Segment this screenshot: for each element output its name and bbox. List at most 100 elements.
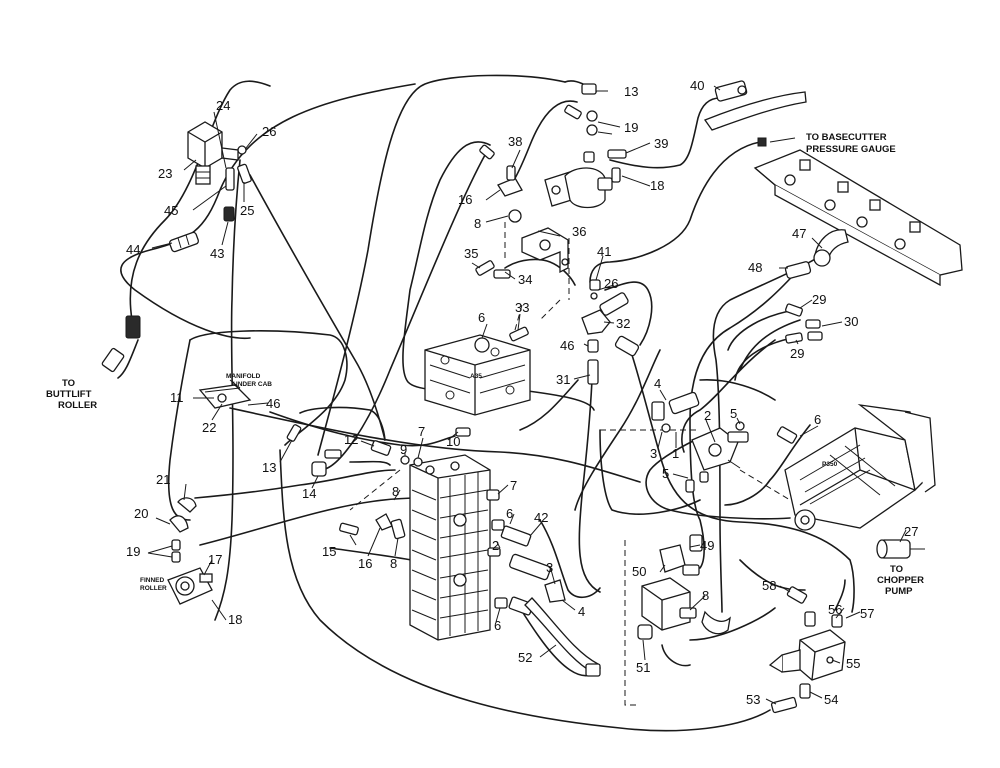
quick-coupler-44 <box>168 231 200 253</box>
basecutter-manifold <box>753 149 963 287</box>
callout-39: 39 <box>654 136 668 151</box>
callout-31: 31 <box>556 372 570 387</box>
callout-24: 24 <box>216 98 230 113</box>
callout-46-mid: 46 <box>560 338 574 353</box>
callout-43: 43 <box>210 246 224 261</box>
bracket-36 <box>521 227 569 274</box>
pump-p350: P350 <box>784 404 936 531</box>
callout-5-right-top: 5 <box>730 406 737 421</box>
fittings-39-18 <box>607 137 767 183</box>
tube-52 <box>524 597 601 677</box>
callout-55: 55 <box>846 656 860 671</box>
callout-16-top: 16 <box>458 192 472 207</box>
callout-6-low: 6 <box>494 618 501 633</box>
callout-8-valve: 8 <box>702 588 709 603</box>
callout-3-right: 3 <box>650 446 657 461</box>
callout-56: 56 <box>828 602 842 617</box>
callout-8-top: 8 <box>474 216 481 231</box>
callout-25: 25 <box>240 203 254 218</box>
callout-18-left: 18 <box>228 612 242 627</box>
callout-4-right: 4 <box>654 376 661 391</box>
callout-numbers: 24 26 23 45 25 44 43 13 19 38 16 8 39 18… <box>126 78 918 707</box>
callout-32: 32 <box>616 316 630 331</box>
note-chopper-to: TO <box>890 564 903 575</box>
callout-13-top: 13 <box>624 84 638 99</box>
pump-label: P350 <box>822 461 838 468</box>
notes: TO BUTTLIFT ROLLER TO BASECUTTER PRESSUR… <box>46 132 924 597</box>
callout-46-left: 46 <box>266 396 280 411</box>
callout-44: 44 <box>126 242 140 257</box>
callout-2-mid: 2 <box>492 538 499 553</box>
fittings-47-48 <box>784 229 849 279</box>
callout-29-bottom: 29 <box>790 346 804 361</box>
note-chopper-pump: PUMP <box>885 586 913 597</box>
note-block-a35: A35 <box>470 373 482 380</box>
callout-26-mid: 26 <box>604 276 618 291</box>
callout-14: 14 <box>302 486 316 501</box>
callout-22: 22 <box>202 420 216 435</box>
callout-30: 30 <box>844 314 858 329</box>
callout-18-top: 18 <box>650 178 664 193</box>
finned-roller-motor <box>167 497 213 605</box>
note-buttlift-to: TO <box>62 378 75 389</box>
note-manifold: MANIFOLD <box>226 373 261 380</box>
callout-27: 27 <box>904 524 918 539</box>
note-basecutter-to: TO BASECUTTER <box>806 132 887 143</box>
note-finned-roller: ROLLER <box>140 585 167 592</box>
dashed-assembly-lines <box>349 222 791 706</box>
callout-10: 10 <box>446 434 460 449</box>
callout-51: 51 <box>636 660 650 675</box>
callout-11: 11 <box>170 390 184 405</box>
callout-1: 1 <box>672 446 679 461</box>
callout-16-mid: 16 <box>358 556 372 571</box>
solenoid-valve-23 <box>187 121 239 185</box>
callout-19-left: 19 <box>126 544 140 559</box>
callout-42: 42 <box>534 510 548 525</box>
callout-21: 21 <box>156 472 170 487</box>
fittings-24-26 <box>223 145 252 222</box>
callout-34: 34 <box>518 272 532 287</box>
callout-36: 36 <box>572 224 586 239</box>
callout-29-top: 29 <box>812 292 826 307</box>
callout-19-top: 19 <box>624 120 638 135</box>
callout-47: 47 <box>792 226 806 241</box>
fittings-16-top <box>479 83 597 223</box>
callout-41: 41 <box>597 244 611 259</box>
callout-6-right: 6 <box>814 412 821 427</box>
valve-assembly-1-5 <box>651 391 798 493</box>
callout-6-mid: 6 <box>506 506 513 521</box>
callout-17: 17 <box>208 552 222 567</box>
callout-4-mid: 4 <box>578 604 585 619</box>
valve-block-a35 <box>424 334 531 416</box>
callout-52: 52 <box>518 650 532 665</box>
callout-53: 53 <box>746 692 760 707</box>
fittings-32-33 <box>509 279 640 385</box>
callout-7-right: 7 <box>510 478 517 493</box>
callout-2-right: 2 <box>704 408 711 423</box>
callout-58: 58 <box>762 578 776 593</box>
callout-3-mid: 3 <box>546 560 553 575</box>
callout-33: 33 <box>515 300 529 315</box>
leader-lines <box>147 85 907 705</box>
callout-35: 35 <box>464 246 478 261</box>
note-finned: FINNED <box>140 577 165 584</box>
fittings-34-35 <box>475 260 511 279</box>
note-buttlift-name: BUTTLIFT <box>46 389 92 400</box>
fittings-29-30 <box>785 303 823 344</box>
callout-49: 49 <box>700 538 714 553</box>
callout-48: 48 <box>748 260 762 275</box>
valve-55 <box>768 586 846 714</box>
callout-20: 20 <box>134 506 148 521</box>
callout-8-low: 8 <box>390 556 397 571</box>
note-basecutter-gauge: PRESSURE GAUGE <box>806 144 896 155</box>
callout-23: 23 <box>158 166 172 181</box>
callout-57: 57 <box>860 606 874 621</box>
callout-9: 9 <box>400 442 407 457</box>
callout-38: 38 <box>508 134 522 149</box>
buttlift-hose-end <box>101 315 141 373</box>
callout-45: 45 <box>164 203 178 218</box>
callout-8-mid: 8 <box>392 484 399 499</box>
note-buttlift-roller: ROLLER <box>58 400 97 411</box>
note-under-cab: UNDER CAB <box>233 381 272 388</box>
